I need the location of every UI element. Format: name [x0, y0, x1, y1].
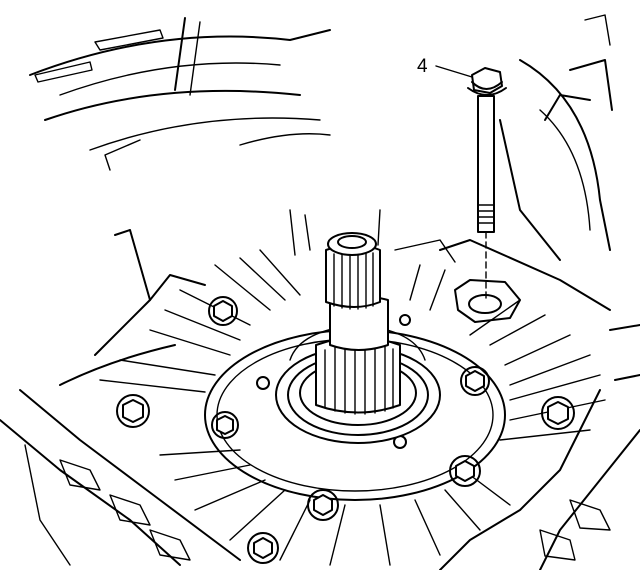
bolt-boss: [541, 396, 575, 430]
upper-housing-outline: [29, 14, 613, 261]
bolt-boss: [247, 532, 279, 564]
flange-bolt-heads: [116, 296, 575, 564]
bolt: [467, 67, 507, 301]
bolt-boss: [211, 411, 239, 439]
bolt-boss: [116, 394, 150, 428]
callout-leader-line: [435, 65, 473, 78]
bolt-boss: [460, 366, 490, 396]
callout-label-4: 4: [417, 56, 428, 77]
input-shaft: [315, 232, 401, 415]
bolt-boss: [208, 296, 238, 326]
bolt-hole: [454, 279, 521, 323]
bolt-boss: [307, 489, 339, 521]
bolt-boss: [449, 455, 481, 487]
case-ribs: [99, 209, 606, 566]
callout-bolt: 4: [417, 56, 473, 78]
